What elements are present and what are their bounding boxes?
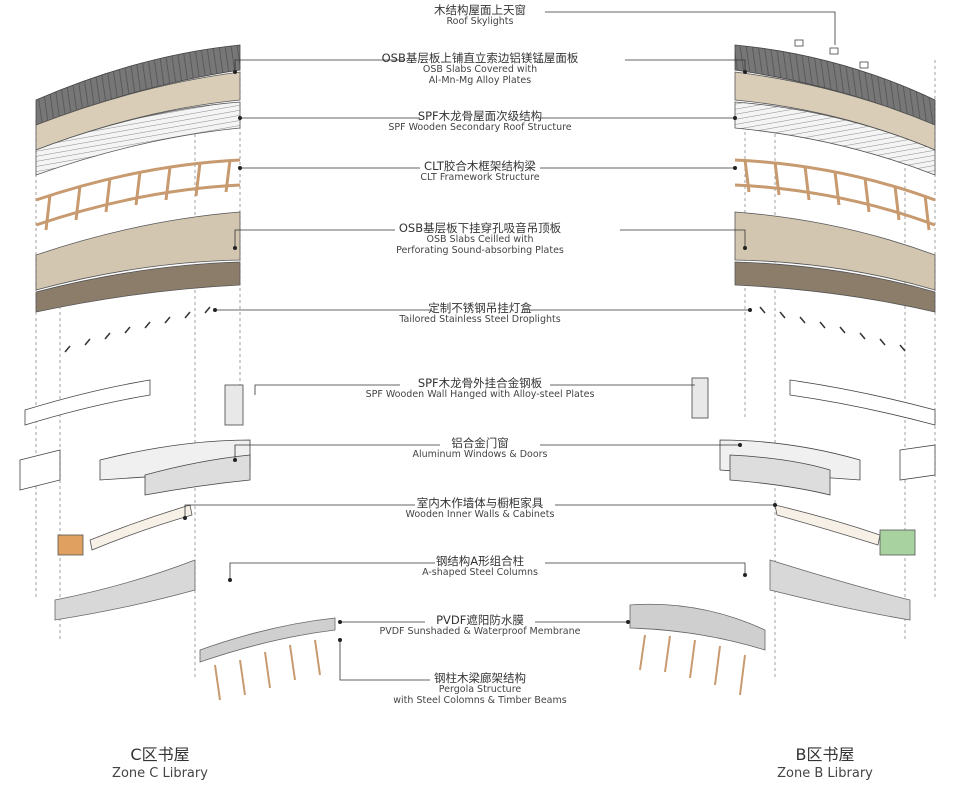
zone-c-ceiling-plate xyxy=(35,211,241,291)
leader-lines xyxy=(184,11,836,681)
zone-b-membrane xyxy=(769,559,911,621)
label-zh: 钢柱木梁廊架结构 xyxy=(434,671,526,685)
zone-c-caption: C区书屋 Zone C Library xyxy=(90,745,230,783)
label-zh: 钢结构A形组合柱 xyxy=(435,554,525,568)
zone-c-title: C区书屋 xyxy=(130,745,190,764)
label-en: OSB Slabs Covered with xyxy=(422,64,538,76)
leader-roof-right xyxy=(625,59,746,72)
label-clt-framework: CLT胶合木框架结构梁 CLT Framework Structure xyxy=(330,159,630,184)
zone-b-subtitle: Zone B Library xyxy=(777,765,873,781)
label-aluminum-windows: 铝合金门窗 Aluminum Windows & Doors xyxy=(330,436,630,461)
label-zh: 铝合金门窗 xyxy=(451,436,509,450)
leader-skylights xyxy=(545,11,836,45)
zone-b-title: B区书屋 xyxy=(795,745,855,764)
label-en: SPF Wooden Wall Hanged with Alloy-steel … xyxy=(365,389,595,401)
zone-b-droplights xyxy=(759,306,906,352)
label-zh: 室内木作墙体与橱柜家具 xyxy=(416,496,544,510)
zone-c-walls xyxy=(19,379,251,496)
zone-b-pergola xyxy=(629,603,766,696)
label-zh: OSB基层板下挂穿孔吸音吊顶板 xyxy=(398,221,562,235)
label-en: OSB Slabs Ceilled with xyxy=(426,234,534,246)
zone-b-caption: B区书屋 Zone B Library xyxy=(755,745,895,783)
zone-c-cabinets xyxy=(57,504,193,556)
label-pergola: 钢柱木梁廊架结构 Pergola Structure with Steel Co… xyxy=(330,671,630,707)
leader-cabinets-left xyxy=(184,504,415,518)
label-zh: SPF木龙骨屋面次级结构 xyxy=(417,109,543,123)
label-en: Roof Skylights xyxy=(446,16,514,28)
leader-ceiling-left xyxy=(234,229,395,248)
leader-spf-wall-left xyxy=(254,384,400,395)
leader-columns-right xyxy=(545,562,746,575)
zone-c-membrane xyxy=(54,559,196,621)
label-wooden-inner-walls: 室内木作墙体与橱柜家具 Wooden Inner Walls & Cabinet… xyxy=(330,496,630,521)
zone-b-spf-ribs xyxy=(734,101,936,176)
leader-ceiling-right xyxy=(620,229,746,248)
label-zh: PVDF遮阳防水膜 xyxy=(436,613,524,627)
zone-c-ceiling-underside xyxy=(35,261,241,313)
label-en: Tailored Stainless Steel Droplights xyxy=(399,314,561,326)
label-en: Aluminum Windows & Doors xyxy=(412,449,548,461)
zone-c-subtitle: Zone C Library xyxy=(112,765,208,781)
zone-b-cabinets xyxy=(774,504,916,556)
zone-b-walls xyxy=(691,377,936,496)
label-en: SPF Wooden Secondary Roof Structure xyxy=(388,122,572,134)
zone-c-stack xyxy=(19,44,336,701)
label-en: PVDF Sunshaded & Waterproof Membrane xyxy=(379,626,581,638)
label-roof-skylights: 木结构屋面上天窗 Roof Skylights xyxy=(330,3,630,28)
zone-b-clt-grid xyxy=(734,158,936,231)
zone-b-ceiling-plate xyxy=(734,211,936,291)
label-zh: OSB基层板上铺直立索边铝镁锰屋面板 xyxy=(381,51,579,65)
label-en: Wooden Inner Walls & Cabinets xyxy=(405,509,555,521)
label-zh: 木结构屋面上天窗 xyxy=(434,3,526,17)
zone-c-pergola xyxy=(199,617,336,701)
label-zh: SPF木龙骨外挂合金钢板 xyxy=(417,376,543,390)
leader-pergola-left xyxy=(339,640,430,681)
zone-c-spf-ribs xyxy=(35,101,241,176)
label-en: CLT Framework Structure xyxy=(420,172,540,184)
label-pvdf-membrane: PVDF遮阳防水膜 PVDF Sunshaded & Waterproof Me… xyxy=(330,613,630,638)
label-zh: 定制不锈钢吊挂灯盒 xyxy=(428,301,532,315)
leader-dots xyxy=(183,70,777,642)
zone-c-clt-grid xyxy=(35,158,241,231)
leader-windows-left xyxy=(234,444,440,460)
label-en-line2: with Steel Colomns & Timber Beams xyxy=(393,695,567,707)
leader-columns-left xyxy=(229,562,435,580)
zone-b-skylights xyxy=(794,39,869,69)
label-spf-secondary-roof: SPF木龙骨屋面次级结构 SPF Wooden Secondary Roof S… xyxy=(330,109,630,134)
leader-roof-left xyxy=(234,59,405,72)
label-en: Pergola Structure xyxy=(438,684,522,696)
label-en-line2: Perforating Sound-absorbing Plates xyxy=(396,245,564,257)
label-spf-wall: SPF木龙骨外挂合金钢板 SPF Wooden Wall Hanged with… xyxy=(330,376,630,401)
label-en: A-shaped Steel Columns xyxy=(422,567,538,579)
zone-b-stack xyxy=(629,39,936,696)
label-osb-roof: OSB基层板上铺直立索边铝镁锰屋面板 OSB Slabs Covered wit… xyxy=(330,51,630,87)
label-a-shaped-columns: 钢结构A形组合柱 A-shaped Steel Columns xyxy=(330,554,630,579)
zone-c-droplights xyxy=(64,306,211,353)
label-zh: CLT胶合木框架结构梁 xyxy=(424,159,536,173)
label-droplights: 定制不锈钢吊挂灯盒 Tailored Stainless Steel Dropl… xyxy=(330,301,630,326)
label-osb-ceiling: OSB基层板下挂穿孔吸音吊顶板 OSB Slabs Ceilled with P… xyxy=(330,221,630,257)
zone-b-ceiling-underside xyxy=(734,261,936,313)
label-en-line2: Al-Mn-Mg Alloy Plates xyxy=(428,75,532,87)
